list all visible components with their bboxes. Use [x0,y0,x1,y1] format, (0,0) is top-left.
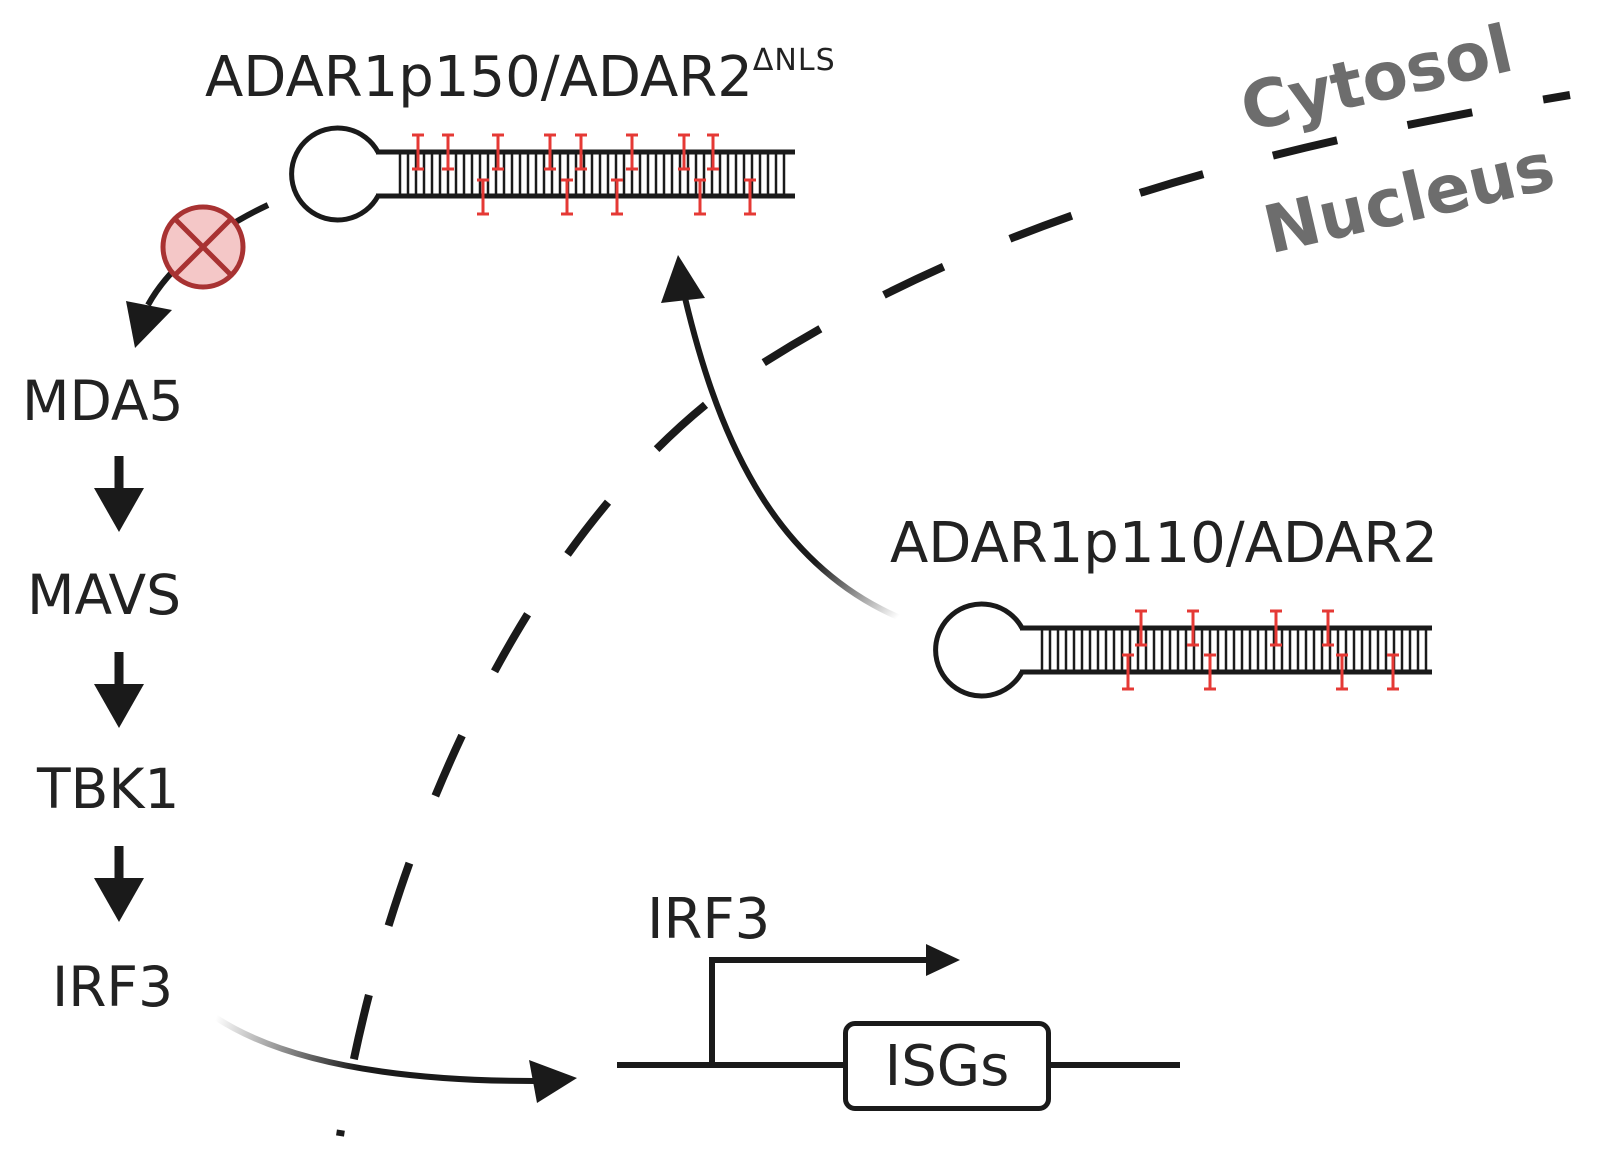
irf3-nuclear-import-arrow [213,1014,577,1103]
editing-site-mark [678,133,690,171]
editing-site-mark [626,133,638,171]
editing-site-mark [1336,653,1348,691]
editing-site-mark [1135,609,1147,647]
editing-site-mark [477,178,489,216]
editing-site-mark [1270,609,1282,647]
editing-site-mark [1187,609,1199,647]
pathway-label-irf3: IRF3 [52,955,174,1019]
editing-site-mark [1322,609,1334,647]
compartment-boundary [336,91,1571,1137]
arrow-tbk1-irf3 [94,846,144,922]
side-hairpin-rna [933,601,1432,699]
arrow-mavs-tbk1 [94,652,144,728]
pathway-label-mda5: MDA5 [22,369,184,433]
promoter-factor-label: IRF3 [647,887,771,952]
side-enzyme-label: ADAR1p110/ADAR2 [890,511,1438,576]
pathway-label-tbk1: TBK1 [37,757,180,821]
editing-site-mark [412,133,424,171]
arrow-mda5-mavs [94,456,144,532]
top-enzyme-label: ADAR1p150/ADAR2ΔNLS [205,46,836,106]
editing-sites-top [412,133,756,216]
editing-site-mark [575,133,587,171]
editing-site-mark [707,133,719,171]
editing-site-mark [561,178,573,216]
translocation-arrow [661,255,907,623]
isgs-gene-box: ISGs [843,1021,1051,1111]
editing-site-mark [694,178,706,216]
editing-site-mark [1204,653,1216,691]
top-hairpin-rna [289,125,795,223]
inhibition-icon [160,204,246,290]
top-enzyme-name: ADAR1p150/ADAR2 [205,45,753,110]
editing-site-mark [1387,653,1399,691]
top-enzyme-superscript: ΔNLS [752,43,836,78]
editing-site-mark [492,133,504,171]
editing-site-mark [544,133,556,171]
editing-sites-side [1122,609,1399,691]
editing-site-mark [611,178,623,216]
editing-site-mark [442,133,454,171]
transcription-arrowhead [926,944,960,976]
isgs-label: ISGs [884,1033,1010,1099]
editing-site-mark [744,178,756,216]
pathway-label-mavs: MAVS [27,563,182,627]
editing-site-mark [1122,653,1134,691]
